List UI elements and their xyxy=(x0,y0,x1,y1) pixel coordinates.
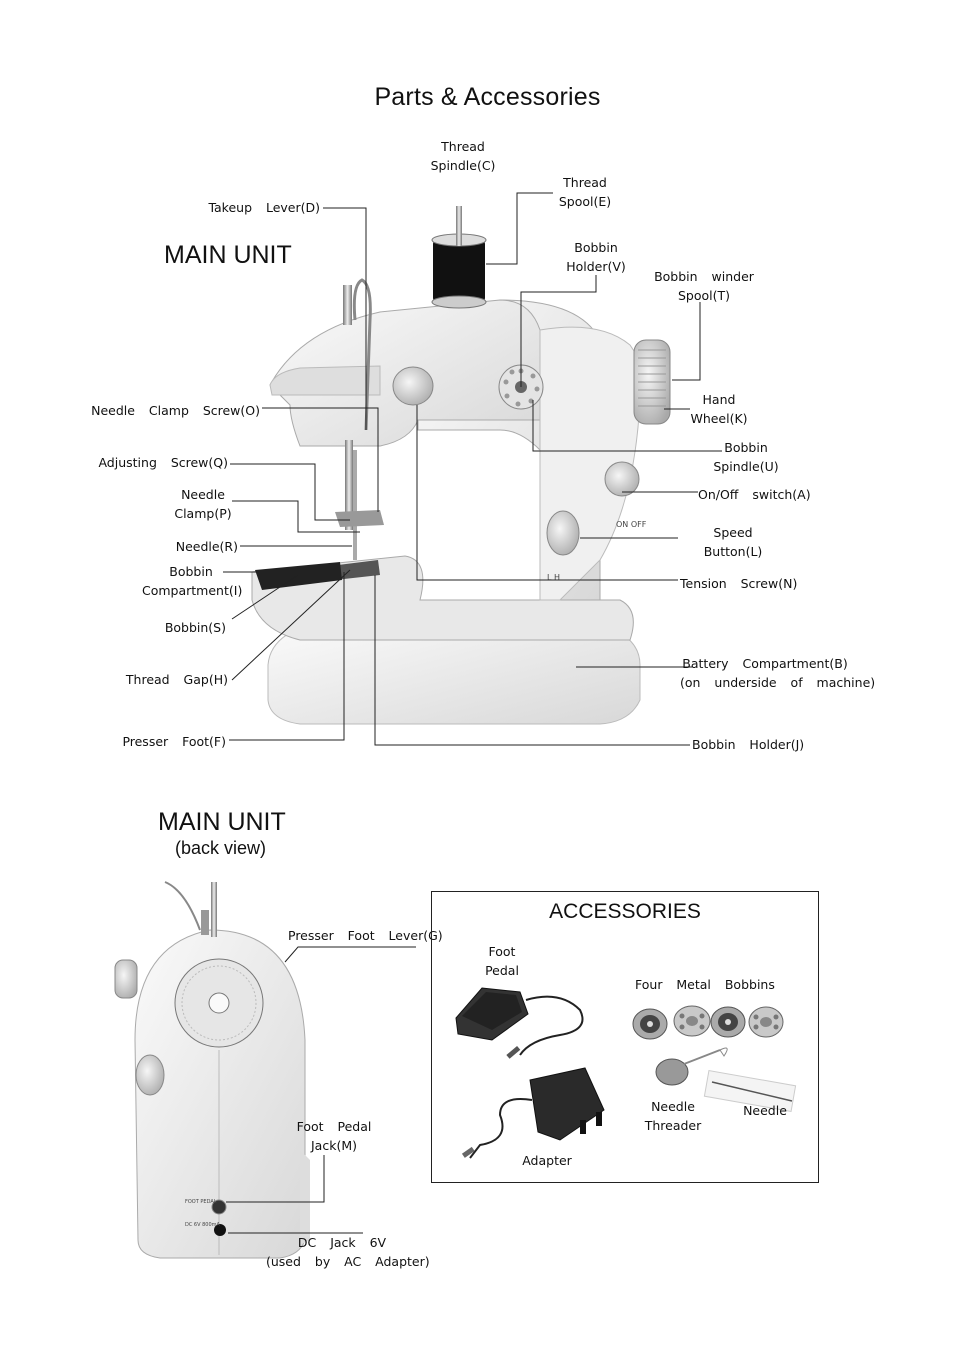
label-takeup-lever: Takeup Lever(D) xyxy=(208,200,320,215)
sewing-machine-back-image: FOOT PEDAL DC 6V 800mA xyxy=(114,881,310,1259)
label-needle-accessory: Needle xyxy=(743,1103,787,1118)
svg-text:L H: L H xyxy=(547,573,560,582)
label-bobbin-spindle: Bobbin Spindle(U) xyxy=(713,440,779,474)
label-adapter: Adapter xyxy=(522,1153,572,1168)
label-battery-compartment: Battery Compartment(B) (on underside of … xyxy=(680,656,876,690)
label-tension-screw: Tension Screw(N) xyxy=(680,576,798,591)
svg-text:DC 6V 800mA: DC 6V 800mA xyxy=(185,1222,221,1228)
foot-pedal-image xyxy=(455,987,584,1059)
page-title: Parts & Accessories xyxy=(374,83,601,111)
label-bobbin-compartment: Bobbin Compartment(I) xyxy=(142,564,243,598)
label-foot-pedal: Foot Pedal xyxy=(485,944,519,978)
back-view-subheading: (back view) xyxy=(175,838,267,858)
label-four-metal-bobbins: Four Metal Bobbins xyxy=(635,977,775,992)
needle-threader-image xyxy=(655,1047,728,1086)
svg-text:ON OFF: ON OFF xyxy=(616,520,647,529)
accessories-box: ACCESSORIES xyxy=(431,891,819,1183)
leader-lines-back xyxy=(226,946,416,1234)
label-onoff-switch: On/Off switch(A) xyxy=(698,487,811,502)
sewing-machine-front-image: ON OFF L H xyxy=(251,206,671,725)
svg-text:FOOT PEDAL: FOOT PEDAL xyxy=(185,1199,217,1205)
label-thread-spool: Thread Spool(E) xyxy=(558,175,612,209)
label-needle-clamp: Needle Clamp(P) xyxy=(174,487,232,521)
label-bobbin-holder-v: Bobbin Holder(V) xyxy=(566,240,626,274)
label-foot-pedal-jack: Foot Pedal Jack(M) xyxy=(296,1119,372,1153)
label-presser-foot-lever: Presser Foot Lever(G) xyxy=(288,928,443,943)
label-thread-spindle: Thread Spindle(C) xyxy=(430,139,496,173)
accessories-heading: ACCESSORIES xyxy=(549,900,701,923)
label-needle-clamp-screw: Needle Clamp Screw(O) xyxy=(91,403,260,418)
leader-lines-front xyxy=(223,192,722,746)
adapter-image xyxy=(461,1067,605,1159)
label-speed-button: Speed Button(L) xyxy=(703,525,763,559)
label-bobbin: Bobbin(S) xyxy=(164,620,226,635)
main-unit-heading: MAIN UNIT xyxy=(164,241,292,269)
label-thread-gap: Thread Gap(H) xyxy=(125,672,228,687)
label-presser-foot: Presser Foot(F) xyxy=(122,734,226,749)
label-bobbin-holder-j: Bobbin Holder(J) xyxy=(692,737,805,752)
label-hand-wheel: Hand Wheel(K) xyxy=(690,392,748,426)
label-dc-jack: DC Jack 6V (used by AC Adapter) xyxy=(266,1235,430,1269)
metal-bobbins-image xyxy=(632,1005,784,1040)
label-needle: Needle(R) xyxy=(175,539,238,554)
back-view-heading: MAIN UNIT xyxy=(158,808,286,836)
label-needle-threader: Needle Threader xyxy=(644,1099,702,1133)
needle-image xyxy=(703,1069,797,1113)
label-bobbin-winder-spool: Bobbin winder Spool(T) xyxy=(654,269,754,303)
label-adjusting-screw: Adjusting Screw(Q) xyxy=(98,455,228,470)
